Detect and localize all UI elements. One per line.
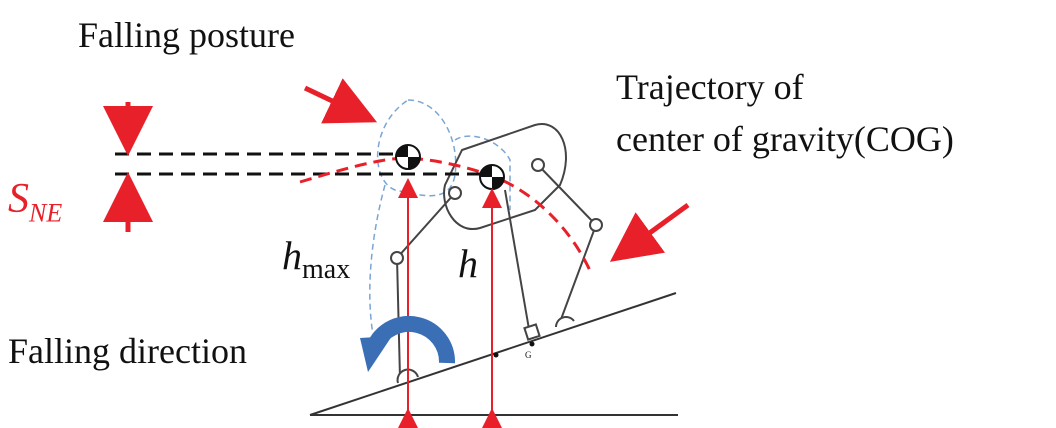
cog-symbol [479,164,505,190]
hmax-sub: max [302,254,351,285]
posture-pointer-arrow [303,78,378,124]
right-leg [537,164,598,323]
sne-label: SNE [8,175,62,228]
cog-trajectory [299,156,594,276]
joints [390,158,603,384]
sne-sub: NE [29,198,63,228]
trajectory-label-line2: center of gravity(COG) [616,119,954,159]
trajectory-label-line1: Trajectory of [616,67,804,107]
falling-direction-label: Falling direction [8,331,247,371]
hmax-main: h [282,233,302,278]
trajectory-pointer-arrow [609,202,690,262]
hmax-label: hmax [282,232,350,286]
cog-symbol-max [395,144,421,170]
falling-posture-outline [369,99,511,346]
falling-direction-arrow-icon [360,315,455,372]
robot-body [443,123,567,231]
sne-main: S [8,176,29,222]
falling-posture-label: Falling posture [78,15,295,55]
ground-point-label: G [525,350,532,360]
middle-leg [504,189,531,336]
h-label: h [458,241,478,286]
